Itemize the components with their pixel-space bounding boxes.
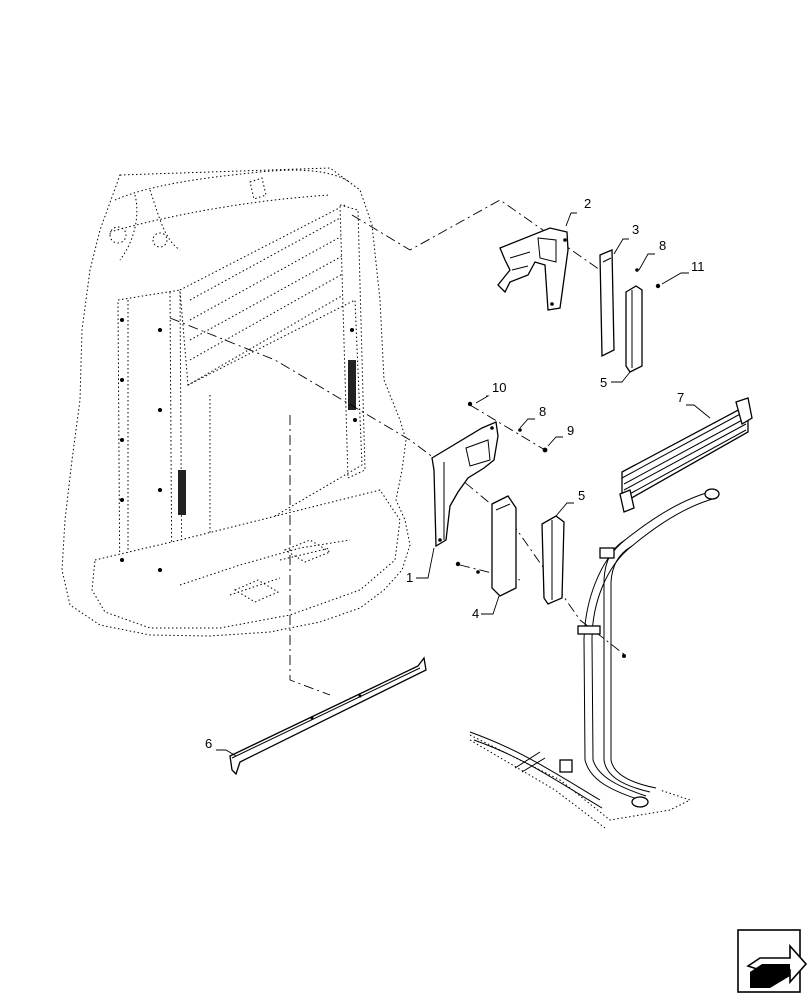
callout-3: 3 xyxy=(632,222,639,237)
callout-7: 7 xyxy=(677,390,684,405)
callout-6: 6 xyxy=(205,736,212,751)
callout-5-upper: 5 xyxy=(600,375,607,390)
callout-4: 4 xyxy=(472,606,479,621)
hardware xyxy=(455,268,661,574)
bracket-upper-part-2 xyxy=(497,227,569,311)
callout-8-upper: 8 xyxy=(659,238,666,253)
next-page-arrow-icon[interactable] xyxy=(737,929,808,993)
callout-labels: 2 3 8 11 5 10 7 8 9 5 1 4 6 xyxy=(205,196,705,751)
callout-5-lower: 5 xyxy=(578,488,585,503)
strip-part-3 xyxy=(599,249,615,358)
leader-lines xyxy=(216,212,711,757)
radiator-frame-assembly xyxy=(61,167,411,637)
oil-cooler-part-7 xyxy=(619,397,753,513)
callout-8-lower: 8 xyxy=(539,404,546,419)
seal-lower-part-5 xyxy=(541,515,565,605)
strip-part-4 xyxy=(491,495,517,597)
callout-1: 1 xyxy=(406,570,413,585)
callout-9: 9 xyxy=(567,423,574,438)
callout-11: 11 xyxy=(691,259,705,274)
bracket-lower-part-1 xyxy=(431,421,499,548)
callout-10: 10 xyxy=(492,380,506,395)
seal-upper-part-5 xyxy=(625,285,643,373)
callout-2: 2 xyxy=(584,196,591,211)
hose-assembly xyxy=(469,488,720,829)
rail-part-6 xyxy=(229,656,427,776)
